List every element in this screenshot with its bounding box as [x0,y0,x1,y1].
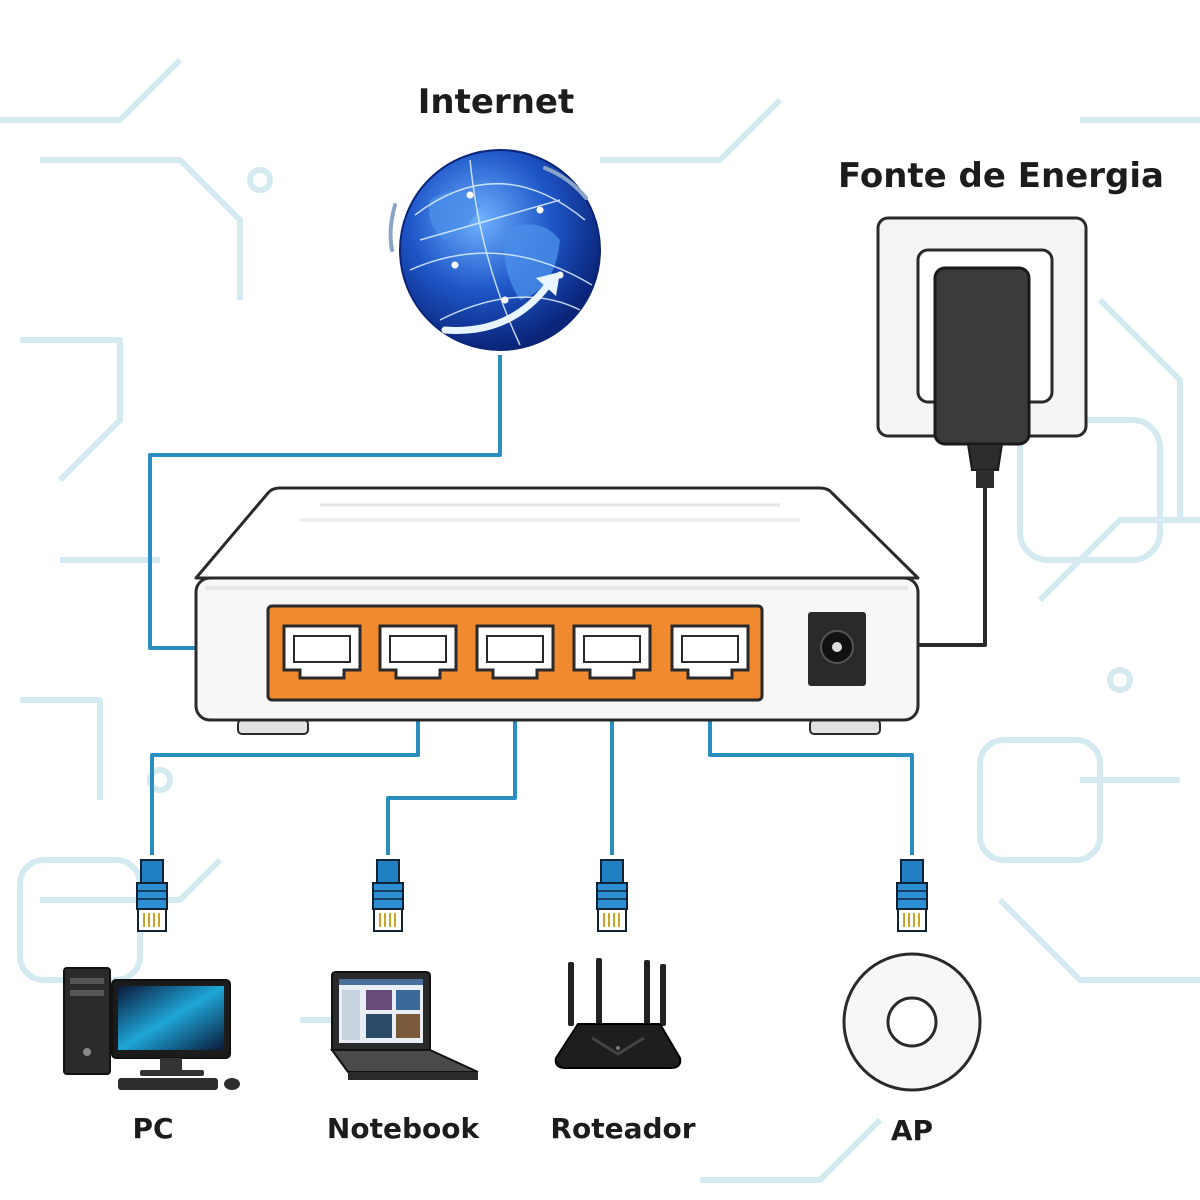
port-lan-5[interactable] [670,624,750,680]
connector-notebook [372,859,404,932]
pc-icon [63,967,240,1090]
port-lan-2[interactable] [378,624,458,680]
globe-icon [388,149,601,351]
label-router: Roteador [550,1112,695,1145]
router-icon [554,958,682,1069]
power-jack[interactable] [808,612,866,686]
power-adapter-icon [876,216,1088,488]
access-point-icon [842,952,982,1092]
connector-router [596,859,628,932]
cable-notebook [386,652,517,855]
label-pc: PC [132,1112,173,1145]
network-switch [194,486,920,735]
port-lan-1[interactable] [282,624,362,680]
label-internet: Internet [418,82,574,122]
port-lan-3[interactable] [475,624,555,680]
label-power-source: Fonte de Energia [838,156,1164,196]
notebook-icon [330,971,479,1080]
label-notebook: Notebook [327,1112,481,1145]
port-lan-4[interactable] [572,624,652,680]
connector-ap [896,859,928,932]
label-ap: AP [891,1114,933,1147]
connector-pc [136,859,168,932]
